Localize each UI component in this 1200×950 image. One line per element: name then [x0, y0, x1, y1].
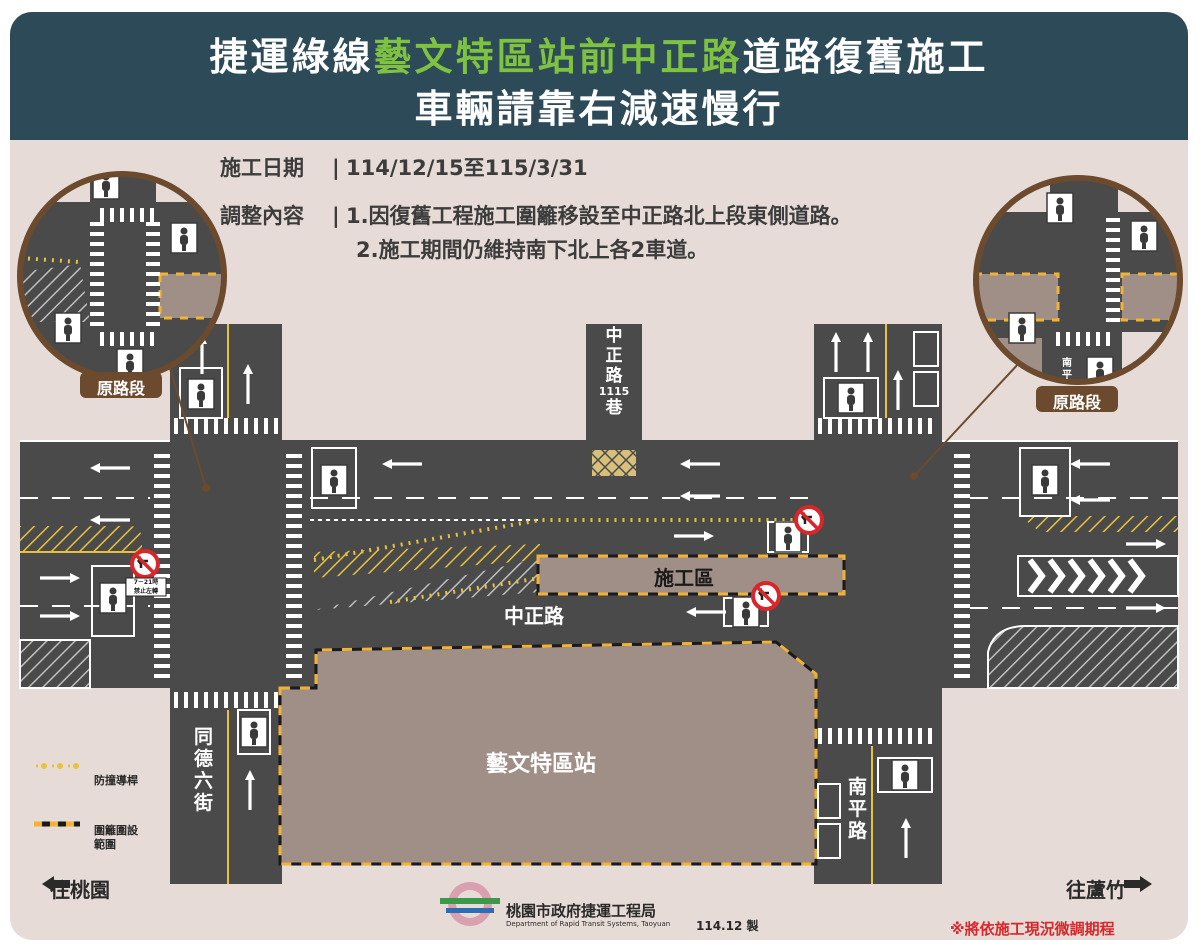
construction-zone-label: 施工區: [654, 566, 714, 590]
info-content-row: 調整內容 |1.因復舊工程施工圍籬移設至中正路北上段東側道路。: [220, 200, 852, 230]
road-nanping-label: 南平路: [848, 776, 868, 842]
legend-fence: 圍籬圍設 範圍: [94, 824, 154, 852]
lane-1115-char-4: 巷: [605, 398, 623, 418]
info-date-row: 施工日期 |114/12/15至115/3/31: [220, 152, 588, 182]
no-left-turn-sign-1: [130, 549, 160, 579]
nanping-small-label: 南 平: [1062, 358, 1072, 382]
nanping-small-char-1: 南: [1062, 358, 1072, 369]
crosshatch-box: [592, 450, 636, 476]
title-line-1: 捷運綠線藝文特區站前中正路道路復舊施工: [10, 26, 1188, 81]
no-left-turn-hours-line2: 禁止左轉: [133, 588, 158, 595]
main-road-label: 中正路: [504, 604, 564, 628]
no-left-turn-hours: 7－21時 禁止左轉: [126, 578, 166, 596]
title-highlight: 藝文特區站前中正路: [373, 35, 743, 79]
no-left-turn-sign-2: [794, 505, 824, 535]
original-segment-left: 原路段: [96, 379, 145, 398]
legend-fence-line2: 範圍: [94, 838, 116, 851]
date-separator: |: [332, 156, 340, 180]
schedule-note: ※將依施工現況微調期程: [950, 920, 1115, 938]
road-1115: [586, 324, 642, 444]
road-tongde-label: 同德六街: [194, 726, 214, 814]
title-part-2: 道路復舊施工: [742, 35, 989, 79]
legend-fence-line1: 圍籬圍設: [94, 824, 138, 837]
made-date: 114.12 製: [696, 919, 759, 933]
no-left-turn-sign-3: [751, 581, 781, 611]
original-segment-right: 原路段: [1052, 393, 1101, 412]
lane-1115-number: 1115: [598, 385, 630, 398]
lane-1115-char-3: 路: [605, 366, 623, 386]
org-name-en: Department of Rapid Transit Systems, Tao…: [506, 920, 671, 928]
lane-1115-char-2: 正: [605, 346, 623, 366]
legend-bollard: 防撞導桿: [94, 774, 138, 787]
metro-logo-icon: [440, 882, 500, 926]
date-label: 施工日期: [220, 156, 304, 180]
content-item-1: 1.因復舊工程施工圍籬移設至中正路北上段東側道路。: [346, 204, 852, 228]
date-value: 114/12/15至115/3/31: [346, 156, 588, 180]
road-map: [17, 171, 1183, 926]
content-label: 調整內容: [220, 204, 304, 228]
to-taoyuan-label: 往桃園: [50, 878, 110, 902]
crosswalk-stripes: [154, 418, 970, 744]
header-banner: 捷運綠線藝文特區站前中正路道路復舊施工 車輛請靠右減速慢行: [10, 12, 1188, 140]
to-luzhu-label: 往蘆竹: [1066, 878, 1126, 902]
no-left-turn-hours-line1: 7－21時: [133, 579, 159, 586]
title-line-2: 車輛請靠右減速慢行: [414, 87, 784, 131]
lane-1115-label: 中 正 路 1115 巷: [586, 326, 642, 418]
content-separator: |: [332, 204, 340, 228]
pill-right: [1036, 386, 1118, 412]
arrow-left-icon: [42, 876, 70, 892]
lane-1115-char-1: 中: [605, 326, 623, 346]
arrow-right-icon: [1124, 876, 1152, 892]
pill-left: [80, 372, 162, 398]
poster-frame: 施工區 中正路 藝文特區站 同德六街 南平路 中 正 路 1115 巷 原路段 …: [10, 12, 1188, 940]
station-label: 藝文特區站: [486, 752, 597, 777]
road-tongde-vertical: [170, 324, 282, 884]
org-name-zh: 桃園市政府捷運工程局: [506, 902, 657, 920]
title-part-1: 捷運綠線: [209, 35, 374, 79]
content-item-2: 2.施工期間仍維持南下北上各2車道。: [356, 238, 709, 262]
inset-original-right: [973, 175, 1183, 385]
nanping-small-char-2: 平: [1062, 370, 1072, 381]
